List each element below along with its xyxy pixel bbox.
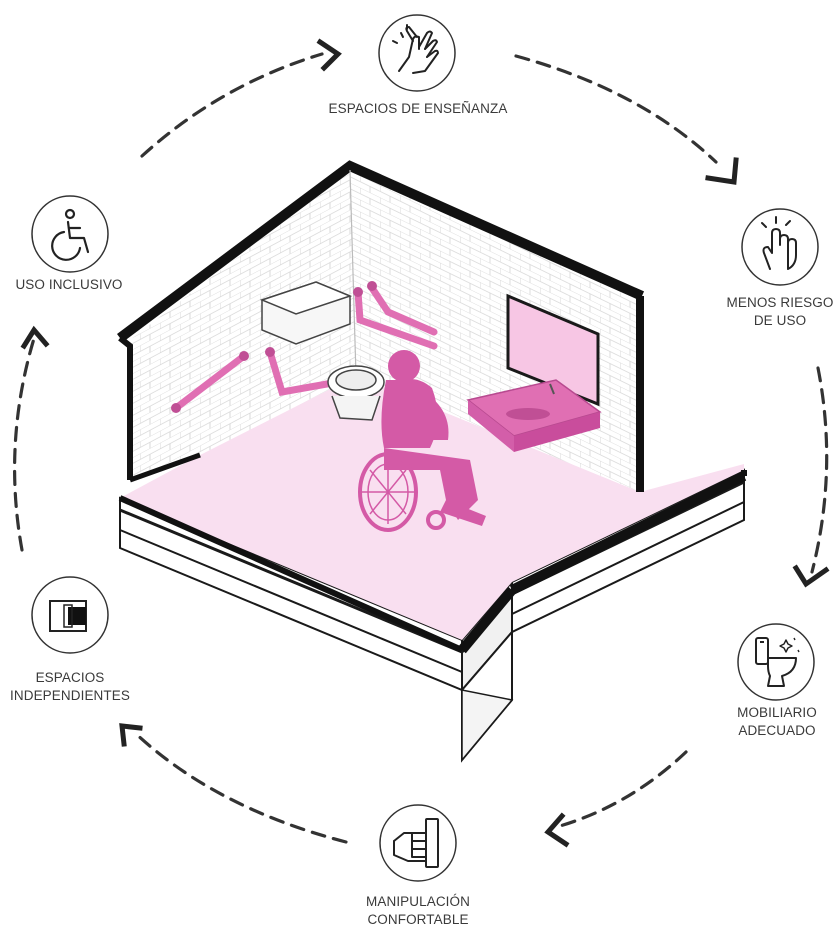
arrow-path-uso-to-ensenanza <box>140 52 324 158</box>
hand-grip-handle-icon <box>393 818 439 868</box>
label-espacios-independientes: ESPACIOS INDEPENDIENTES <box>10 670 130 703</box>
node-manipulacion <box>379 804 457 882</box>
node-uso-inclusivo <box>31 195 109 273</box>
parapet-front-right <box>509 471 747 595</box>
node-espacios-independientes <box>31 576 109 654</box>
arrowhead-4 <box>544 812 570 848</box>
wall-cap-left <box>117 160 645 343</box>
arrowhead-6 <box>20 325 50 350</box>
arrow-path-manipulacion-to-independientes <box>132 730 348 844</box>
arrowhead-1 <box>316 38 342 72</box>
arrowhead-3 <box>792 564 830 588</box>
independent-spaces-icon <box>49 600 87 632</box>
hands-washing-icon <box>392 24 439 74</box>
cycle-arrowheads <box>20 38 830 848</box>
arrow-path-ensenanza-to-riesgo <box>514 54 718 164</box>
node-espacios-ensenanza <box>378 14 456 92</box>
base-step-left <box>461 689 514 763</box>
sink <box>466 379 602 452</box>
arrowhead-5 <box>119 723 143 747</box>
bathroom-floor <box>120 376 744 640</box>
label-manipulacion: MANIPULACIÓN CONFORTABLE <box>366 894 470 927</box>
wheelchair-icon <box>51 208 90 261</box>
arrow-path-mobiliario-to-manipulacion <box>558 750 688 828</box>
node-menos-riesgo <box>741 208 819 286</box>
arrow-path-independientes-to-uso <box>13 330 38 552</box>
label-espacios-ensenanza: ESPACIOS DE ENSEÑANZA <box>328 101 508 116</box>
toilet-icon <box>755 637 800 687</box>
toilet <box>259 281 385 421</box>
label-menos-riesgo: MENOS RIESGO DE USO <box>726 295 834 328</box>
label-mobiliario: MOBILIARIO ADECUADO <box>737 705 817 738</box>
node-mobiliario <box>737 623 815 701</box>
hand-touch-icon <box>761 216 797 270</box>
mirror <box>506 293 600 407</box>
label-uso-inclusivo: USO INCLUSIVO <box>15 277 123 292</box>
wall-cap-left-front <box>118 335 133 480</box>
accessible-bathroom-illustration <box>117 160 747 763</box>
arrow-path-riesgo-to-mobiliario <box>810 366 829 574</box>
cycle-arrows <box>13 52 829 844</box>
grab-bars <box>172 284 438 412</box>
wheelchair <box>358 452 446 532</box>
arrowhead-2 <box>705 157 739 185</box>
